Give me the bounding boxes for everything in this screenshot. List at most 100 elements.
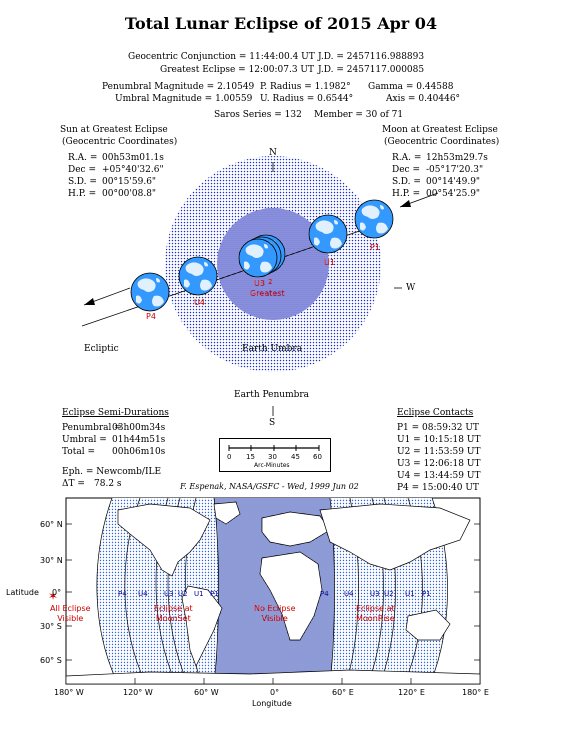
contacts-heading: Eclipse Contacts <box>397 408 474 418</box>
label-greatest: Greatest <box>250 289 285 298</box>
ecliptic-label: Ecliptic <box>84 344 119 354</box>
moon-p4 <box>130 272 170 312</box>
umb-mag-label: Umbral Magnitude = <box>115 94 216 104</box>
lon-120e: 120° E <box>398 688 425 697</box>
delta-t: ΔT = 78.2 s <box>62 479 122 490</box>
moon-greatest-1 <box>238 238 278 278</box>
lat-30s: 30° S <box>40 622 62 631</box>
ephemeris: Eph. = Newcomb/ILE <box>62 467 162 477</box>
lat-60s: 60° S <box>40 656 62 665</box>
label-p4: P4 <box>146 312 156 321</box>
p-radius-value: 1.1982° <box>314 82 351 92</box>
lon-180e: 180° E <box>462 688 489 697</box>
saros-series: Saros Series = 132 <box>214 110 302 120</box>
gamma-label: Gamma = <box>368 82 417 92</box>
lon-60w: 60° W <box>194 688 219 697</box>
p-radius: P. Radius = 1.1982° <box>260 82 351 93</box>
umb-dur-label: Umbral = <box>62 435 107 445</box>
conjunction-jd: J.D. = 2457116.988893 <box>318 52 424 63</box>
gamma-value: 0.44588 <box>416 82 454 92</box>
zone-moonrise: Eclipse at MoonRise <box>356 604 395 624</box>
axis: Axis = 0.40446° <box>386 94 460 105</box>
map-label-u1-left: U1 <box>194 590 204 598</box>
delta-t-label: ΔT = <box>62 479 85 489</box>
sun-sd-value: 00°15'59.6" <box>102 177 157 187</box>
scale-tick-15: 15 <box>246 453 255 461</box>
lon-180w: 180° W <box>54 688 84 697</box>
map-label-p4-right: P4 <box>320 590 329 598</box>
zone-no-line2: Visible <box>261 614 288 623</box>
moon-sd-value: 00°14'49.9" <box>426 177 481 187</box>
lat-30n: 30° N <box>40 556 63 565</box>
zone-moonset-line2: MoonSet <box>155 614 191 623</box>
lon-0: 0° <box>270 688 280 697</box>
scale-box <box>219 438 331 472</box>
zone-all-line1: All Eclipse <box>50 604 91 613</box>
pen-mag-label: Penumbral Magnitude = <box>102 82 218 92</box>
label-u2: 2 <box>268 278 273 286</box>
zone-moonrise-line1: Eclipse at <box>356 604 395 613</box>
umb-dur-value: 01h44m51s <box>112 435 166 445</box>
map-label-u4-left: U4 <box>138 590 148 598</box>
moon-coords: R.A. = 12h53m29.7s Dec = -05°17'20.3" S.… <box>392 152 488 200</box>
lat-60n: 60° N <box>40 520 63 529</box>
greatest-label: Greatest Eclipse = <box>160 65 249 75</box>
europe-outline <box>261 511 331 547</box>
map-label-u2-right: U2 <box>384 590 394 598</box>
conjunction-label: Geocentric Conjunction = <box>128 52 250 62</box>
moon-subheading: (Geocentric Coordinates) <box>384 137 500 147</box>
jd-value: 2457117.000085 <box>346 65 425 75</box>
lat-0: 0° <box>52 588 62 597</box>
map-label-p1-right: P1 <box>422 590 431 598</box>
map-label-p1-left: P1 <box>210 590 219 598</box>
moon-hp-value: 00°54'25.9" <box>426 189 481 199</box>
africa-outline <box>259 551 323 641</box>
moon-heading: Moon at Greatest Eclipse <box>382 125 498 135</box>
zone-moonrise-line2: MoonRise <box>356 614 395 623</box>
durations-list: Penumbral = 03h00m34s Umbral = 01h44m51s… <box>62 422 165 458</box>
latitude-title: Latitude <box>6 588 39 597</box>
sun-hp-label: H.P. = <box>68 189 97 199</box>
page-title: Total Lunar Eclipse of 2015 Apr 04 <box>124 14 438 33</box>
jd-label: J.D. = <box>318 52 347 62</box>
conjunction-row: Geocentric Conjunction = 11:44:00.4 UT <box>128 52 315 63</box>
visibility-map: ✶ <box>48 497 481 685</box>
map-label-u4-right: U4 <box>344 590 354 598</box>
map-label-u2-left: U2 <box>178 590 188 598</box>
sun-heading: Sun at Greatest Eclipse <box>60 125 168 135</box>
zone-all-visible: All Eclipse Visible <box>50 604 91 624</box>
u-radius-label: U. Radius = <box>260 94 318 104</box>
moon-dec-value: -05°17'20.3" <box>426 165 484 175</box>
contacts-list: P1 = 08:59:32 UT U1 = 10:15:18 UT U2 = 1… <box>397 422 480 494</box>
jd-label: J.D. = <box>318 65 347 75</box>
credit-line: F. Espenak, NASA/GSFC - Wed, 1999 Jun 02 <box>180 482 359 491</box>
pen-mag-row: Penumbral Magnitude = 2.10549 <box>102 82 254 93</box>
contact-u4: U4 = 13:44:59 UT <box>397 471 481 481</box>
moon-hp-label: H.P. = <box>392 189 421 199</box>
south-america-outline <box>181 585 223 667</box>
u-radius-value: 0.6544° <box>317 94 354 104</box>
zone-moonset-line1: Eclipse at <box>154 604 193 613</box>
greenland-outline <box>213 501 241 525</box>
contact-u2: U2 = 11:53:59 UT <box>397 447 481 457</box>
asia-outline <box>319 503 471 571</box>
moon-ra-label: R.A. = <box>392 153 422 163</box>
moon-u1 <box>308 214 348 254</box>
lon-120w: 120° W <box>123 688 153 697</box>
pen-dur-label: Penumbral = <box>62 423 122 433</box>
map-label-u1-right: U1 <box>405 590 415 598</box>
contact-p1: P1 = 08:59:32 UT <box>397 423 479 433</box>
moon-dec-label: Dec = <box>392 165 420 175</box>
axis-value: 0.40446° <box>418 94 461 104</box>
west-label: W <box>406 283 416 293</box>
greatest-row: Greatest Eclipse = 12:00:07.3 UT <box>160 65 314 76</box>
south-label: S <box>269 418 276 428</box>
label-u3: U3 <box>254 279 265 288</box>
north-label: N <box>269 148 277 158</box>
p-radius-label: P. Radius = <box>260 82 315 92</box>
durations-heading: Eclipse Semi-Durations <box>62 408 169 418</box>
sun-ra-label: R.A. = <box>68 153 98 163</box>
sun-coords: R.A. = 00h53m01.1s Dec = +05°40'32.6" S.… <box>68 152 164 200</box>
longitude-title: Longitude <box>252 699 292 708</box>
zone-no-eclipse: No Eclipse Visible <box>254 604 296 624</box>
